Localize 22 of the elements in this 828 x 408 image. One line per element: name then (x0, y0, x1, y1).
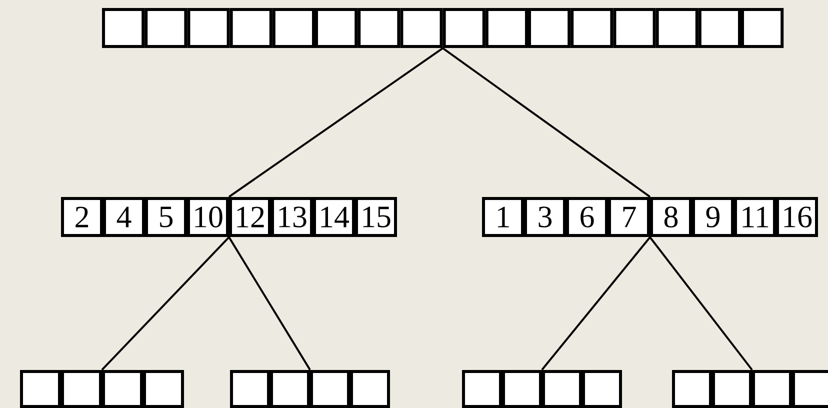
array-cell: 4 (103, 197, 145, 237)
array-cell: 10 (187, 197, 229, 237)
connector-line (228, 236, 311, 370)
array-cell: 5 (145, 197, 187, 237)
array-cell: 8 (650, 197, 692, 237)
array-cell: 2 (61, 197, 103, 237)
connector-line (649, 236, 753, 370)
array-cell: 6 (566, 197, 608, 237)
array-cell: 16 (776, 197, 818, 237)
array-cell: 11 (734, 197, 776, 237)
array-cell: 3 (524, 197, 566, 237)
array-cell: 14 (313, 197, 355, 237)
connector-line (101, 236, 230, 370)
array-cell: 1 (482, 197, 524, 237)
array-cell: 12 (229, 197, 271, 237)
array-cell: 15 (355, 197, 397, 237)
array-cell: 7 (608, 197, 650, 237)
connector-line (541, 236, 651, 370)
array-cell: 13 (271, 197, 313, 237)
array-cell: 9 (692, 197, 734, 237)
connector-line (442, 47, 651, 198)
connector-line (228, 47, 444, 198)
